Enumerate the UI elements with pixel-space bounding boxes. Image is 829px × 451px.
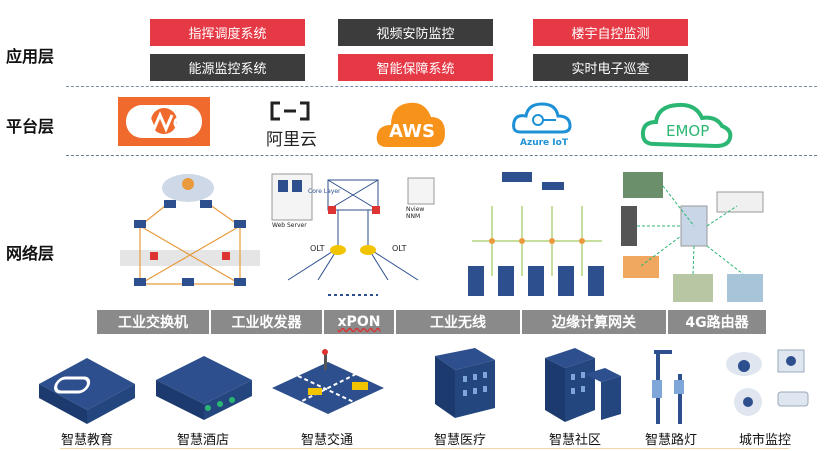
scenario-education-label: 智慧教育 [60, 433, 113, 448]
smart-support-button[interactable]: 智能保障系统 [338, 54, 493, 81]
azure-iot-label: Azure IoT [520, 138, 568, 148]
smart-traffic-icon [272, 349, 384, 414]
xpon-topology: OLT OLT Core Layer Web Server Nview NNM [268, 170, 438, 300]
azure-iot-logo: Azure IoT [510, 100, 574, 152]
platform-layer-label: 平台层 [6, 117, 55, 136]
olt-right-label: OLT [392, 244, 407, 253]
nview-label: Nview NNM [406, 206, 425, 220]
energy-monitor-button[interactable]: 能源监控系统 [150, 54, 305, 81]
edge-gateway-topology [617, 166, 767, 304]
tab-4g-router[interactable]: 4G路由器 [668, 310, 766, 334]
emop-label: EMOP [666, 122, 710, 140]
unicom-logo [118, 97, 210, 146]
smart-streetlight-icon [652, 350, 684, 424]
application-layer-label: 应用层 [6, 47, 55, 66]
network-layer-label: 网络层 [6, 244, 55, 263]
emop-cloud-icon [640, 102, 733, 149]
tab-industrial-wireless[interactable]: 工业无线 [396, 310, 520, 334]
olt-left-label: OLT [310, 244, 325, 253]
building-control-button[interactable]: 楼宇自控监测 [533, 19, 688, 46]
aliyun-logo: 阿里云 [266, 97, 326, 150]
aliyun-label: 阿里云 [266, 130, 317, 150]
xpon-label: xPON [337, 314, 381, 330]
tab-edge-gateway[interactable]: 边缘计算网关 [522, 310, 666, 334]
tab-industrial-transceiver[interactable]: 工业收发器 [211, 310, 322, 334]
wireless-topology [462, 166, 612, 304]
city-monitor-icon [726, 349, 809, 416]
unicom-logo-icon [126, 105, 202, 138]
video-security-button[interactable]: 视频安防监控 [338, 19, 493, 46]
scenario-streetlight-label: 智慧路灯 [644, 433, 697, 448]
emop-logo: EMOP [640, 100, 736, 150]
tab-xpon[interactable]: xPON [324, 310, 394, 334]
edge-gateway-diagram [621, 172, 764, 302]
divider-app-platform [66, 86, 817, 87]
smart-hotel-icon [156, 356, 252, 420]
smart-community-icon [545, 348, 621, 422]
azure-cloud-icon [512, 102, 572, 134]
command-dispatch-system-button[interactable]: 指挥调度系统 [150, 19, 305, 46]
patrol-system-button[interactable]: 实时电子巡查 [533, 54, 688, 81]
wireless-topology-diagram [468, 172, 604, 296]
scenario-hotel-label: 智慧酒店 [176, 433, 229, 448]
scenario-community-label: 智慧社区 [548, 433, 601, 448]
aws-label: AWS [389, 121, 435, 142]
aws-logo: AWS [375, 95, 447, 151]
ring-topology-diagram [120, 174, 260, 286]
industrial-ring-topology [100, 166, 265, 304]
core-layer-label: Core Layer [308, 188, 341, 195]
aliyun-bracket-icon [270, 101, 310, 121]
web-server-label: Web Server [272, 222, 307, 229]
tab-industrial-switch[interactable]: 工业交换机 [97, 310, 209, 334]
scenario-traffic-label: 智慧交通 [300, 433, 353, 448]
divider-platform-network [66, 155, 817, 156]
aws-cloud-icon [376, 102, 445, 147]
bottom-divider [60, 448, 789, 449]
smart-medical-icon [435, 348, 495, 418]
smart-education-icon [39, 358, 135, 424]
scenario-medical-label: 智慧医疗 [433, 433, 486, 448]
scenario-city-monitor-label: 城市监控 [738, 433, 791, 448]
xpon-topology-diagram [271, 173, 435, 296]
